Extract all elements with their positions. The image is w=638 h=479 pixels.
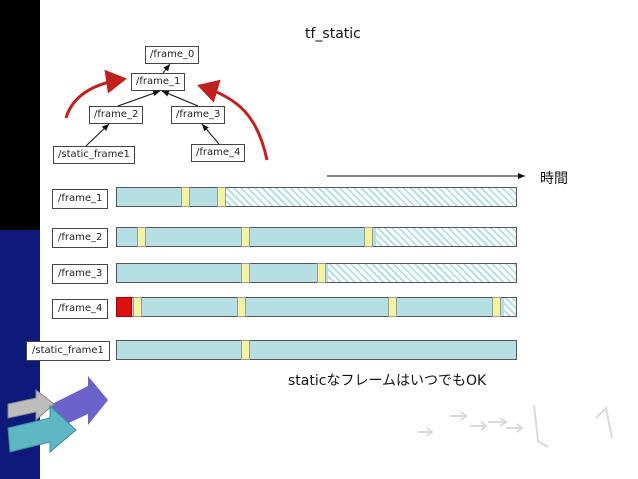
edge-frame4-to-frame3 bbox=[201, 123, 220, 145]
page-title: tf_static bbox=[305, 26, 361, 42]
row-label-frame-2: /frame_2 bbox=[52, 228, 109, 248]
red-curved-arrow-right bbox=[197, 79, 269, 161]
edge-static-to-frame2 bbox=[85, 123, 110, 147]
timeline-bar-static-frame1 bbox=[116, 340, 517, 360]
timeline-tf-mark bbox=[137, 227, 146, 247]
timeline-future-region bbox=[504, 298, 516, 316]
static-frame-note: staticなフレームはいつでもOK bbox=[288, 373, 487, 389]
tree-node-static-frame1: /static_frame1 bbox=[53, 146, 135, 164]
timeline-tf-mark bbox=[237, 297, 246, 317]
edge-frame3-to-frame1 bbox=[161, 90, 199, 107]
timeline-bar-frame-1 bbox=[116, 187, 517, 207]
tree-node-frame-2: /frame_2 bbox=[89, 106, 144, 124]
timeline-tf-mark bbox=[364, 227, 373, 247]
timeline-tf-mark bbox=[181, 187, 190, 207]
timeline-tf-mark bbox=[241, 340, 250, 360]
timeline-tf-mark bbox=[217, 187, 226, 207]
timeline-tf-mark bbox=[241, 263, 250, 283]
timeline-error-mark bbox=[116, 297, 132, 317]
row-label-static-frame1: /static_frame1 bbox=[26, 341, 110, 361]
red-curved-arrow-left bbox=[64, 69, 127, 119]
timeline-bar-frame-2 bbox=[116, 227, 517, 247]
time-axis-label: 時間 bbox=[540, 171, 568, 187]
timeline-tf-mark bbox=[388, 297, 397, 317]
timeline-tf-mark bbox=[133, 297, 142, 317]
tree-node-frame-3: /frame_3 bbox=[171, 106, 226, 124]
timeline-future-region bbox=[225, 188, 516, 206]
timeline-bar-frame-4 bbox=[116, 297, 517, 317]
faint-arrows-decoration bbox=[418, 404, 613, 448]
edge-frame1-to-frame0 bbox=[162, 63, 171, 74]
row-label-frame-3: /frame_3 bbox=[52, 264, 109, 284]
timeline-future-region bbox=[376, 228, 516, 246]
timeline-future-region bbox=[328, 264, 516, 282]
edge-frame2-to-frame1 bbox=[117, 90, 161, 107]
timeline-tf-mark bbox=[317, 263, 326, 283]
timeline-tf-mark bbox=[241, 227, 250, 247]
row-label-frame-4: /frame_4 bbox=[52, 299, 109, 319]
tree-node-frame-1: /frame_1 bbox=[131, 73, 186, 91]
row-label-frame-1: /frame_1 bbox=[52, 189, 109, 209]
decorative-arrows-graphic bbox=[7, 376, 108, 454]
tree-node-frame-0: /frame_0 bbox=[145, 46, 200, 64]
tree-node-frame-4: /frame_4 bbox=[191, 144, 246, 162]
timeline-tf-mark bbox=[492, 297, 501, 317]
timeline-bar-frame-3 bbox=[116, 263, 517, 283]
